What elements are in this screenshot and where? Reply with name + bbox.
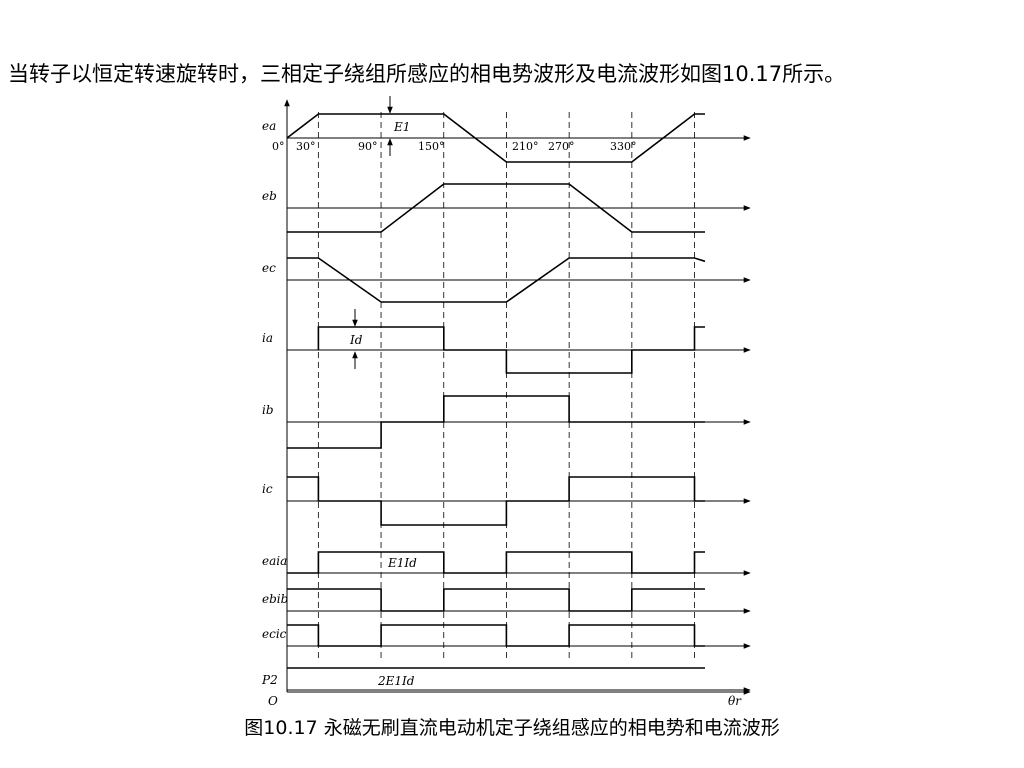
label-ea: ea — [262, 119, 276, 133]
wave-ea — [286, 113, 705, 163]
wave-ib — [287, 395, 705, 449]
angle-label-270: 270° — [548, 140, 575, 153]
angle-label-0: 0° — [272, 140, 285, 153]
row-ebib: ebib — [262, 588, 751, 614]
e1id-label: E1Id — [387, 556, 417, 570]
id-label: Id — [349, 333, 363, 347]
row-eb: eb — [262, 183, 751, 233]
row-ic: ic — [262, 476, 751, 526]
intro-text: 当转子以恒定转速旋转时，三相定子绕组所感应的相电势波形及电流波形如图10.17所… — [8, 62, 846, 86]
label-P2: P2 — [261, 673, 278, 687]
angle-labels: 0° 30° 90° 150° 210° 270° 330° — [272, 140, 637, 153]
e1-annotation: E1 — [387, 96, 410, 156]
row-eaia: eaia — [262, 551, 751, 576]
figure-caption: 图10.17 永磁无刷直流电动机定子绕组感应的相电势和电流波形 — [244, 717, 780, 739]
row-ib: ib — [262, 395, 751, 449]
angle-label-30: 30° — [296, 140, 316, 153]
angle-label-150: 150° — [418, 140, 445, 153]
label-eaia: eaia — [262, 554, 287, 568]
label-ec: ec — [262, 261, 276, 275]
wave-ic — [287, 476, 705, 526]
row-P2: P2 — [261, 667, 751, 695]
angle-guide-lines — [317, 112, 695, 660]
wave-ebib — [287, 588, 705, 612]
row-ea: ea — [262, 113, 751, 163]
wave-eb — [287, 183, 705, 233]
label-ebib: ebib — [262, 592, 288, 606]
angle-label-210: 210° — [512, 140, 539, 153]
label-ia: ia — [262, 331, 273, 345]
row-ecic: ecic — [262, 624, 751, 649]
wave-ia — [317, 326, 705, 374]
two-e1id-label: 2E1Id — [377, 674, 415, 688]
label-ecic: ecic — [262, 627, 287, 641]
angle-label-330: 330° — [610, 140, 637, 153]
angle-label-90: 90° — [358, 140, 378, 153]
origin-label: O — [268, 694, 278, 708]
wave-ec — [287, 257, 706, 303]
row-ia: ia — [262, 326, 751, 374]
label-eb: eb — [262, 189, 277, 203]
row-ec: ec — [262, 257, 751, 303]
theta-label: θr — [728, 694, 742, 708]
wave-eaia — [287, 551, 705, 574]
id-annotation: Id — [349, 309, 363, 369]
label-ib: ib — [262, 403, 274, 417]
label-ic: ic — [262, 482, 273, 496]
wave-ecic — [287, 624, 705, 647]
e1-label: E1 — [393, 120, 410, 134]
